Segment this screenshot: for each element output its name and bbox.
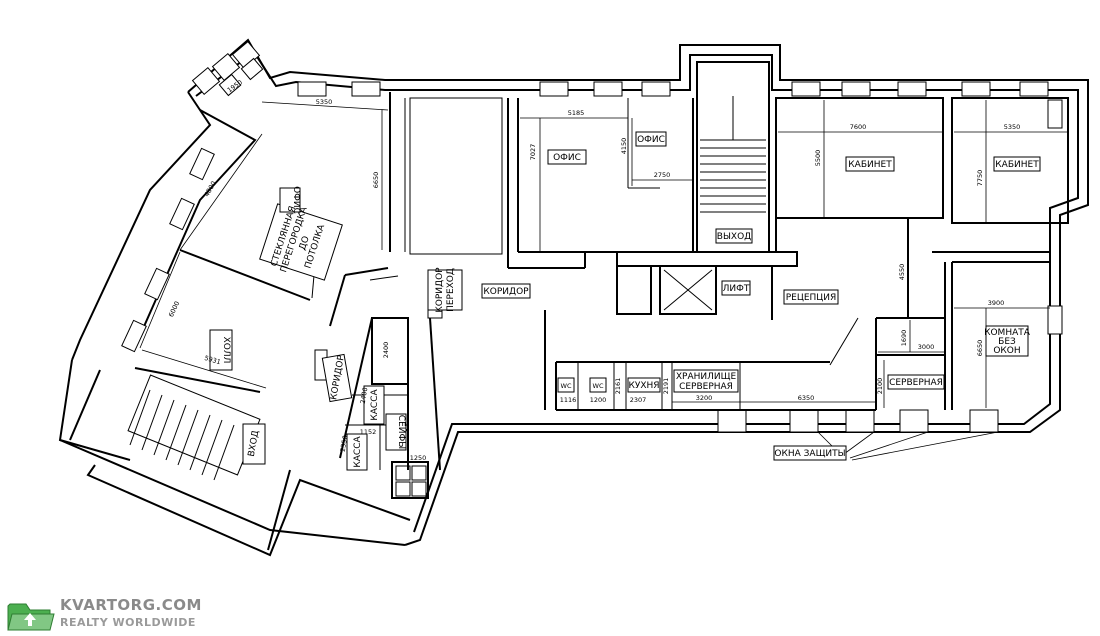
- svg-text:ДО: ДО: [298, 235, 312, 252]
- svg-text:4150: 4150: [620, 138, 628, 155]
- room-label-lift: ЛИФТ: [723, 284, 750, 294]
- svg-text:3900: 3900: [988, 299, 1005, 307]
- svg-text:2161: 2161: [614, 378, 622, 395]
- svg-text:2191: 2191: [662, 378, 670, 395]
- protection-window-leaders: [817, 431, 999, 461]
- svg-text:6350: 6350: [798, 394, 815, 402]
- svg-text:4550: 4550: [898, 264, 906, 281]
- room-label-office-small: ОФИС: [637, 135, 665, 145]
- svg-text:2350: 2350: [339, 435, 350, 453]
- svg-text:5350: 5350: [316, 98, 333, 106]
- room-label-wc-2: WC: [593, 382, 604, 390]
- room-label-safes: СЕЙФЫ: [396, 415, 408, 449]
- svg-text:2307: 2307: [630, 396, 647, 404]
- room-label-wc-1: WC: [561, 382, 572, 390]
- svg-text:1116: 1116: [560, 396, 577, 404]
- room-label-kassa-1: КАССА: [370, 389, 380, 421]
- room-label-cabinet-1: КАБИНЕТ: [848, 160, 892, 170]
- room-label-kassa-2: КАССА: [353, 436, 363, 468]
- svg-text:7750: 7750: [976, 170, 984, 187]
- svg-text:7600: 7600: [850, 123, 867, 131]
- room-label-storage: ХРАНИЛИЩЕ: [676, 372, 737, 382]
- label-corridor-pass: КОРИДОР ПЕРЕХОД: [435, 267, 456, 313]
- room-label-corridor: КОРИДОР: [483, 287, 529, 297]
- svg-text:5185: 5185: [568, 109, 585, 117]
- svg-text:6650: 6650: [372, 172, 380, 189]
- watermark-tagline: REALTY WORLDWIDE: [60, 616, 196, 629]
- svg-text:4800: 4800: [203, 180, 218, 198]
- svg-text:6650: 6650: [976, 340, 984, 357]
- room-label-exit: ВЫХОД: [717, 232, 751, 242]
- svg-text:2400: 2400: [359, 387, 370, 405]
- outer-walls: [58, 38, 1089, 557]
- room-label-entrance: ВХОД: [247, 430, 261, 458]
- svg-text:2750: 2750: [654, 171, 671, 179]
- room-label-office-left: ОФИС: [291, 186, 301, 214]
- svg-text:3000: 3000: [918, 343, 935, 351]
- room-label-no-windows-1: КОМНАТА: [984, 328, 1031, 338]
- windows: [121, 40, 1063, 433]
- label-protection-windows: ОКНА ЗАЩИТЫ: [774, 449, 845, 459]
- room-label-no-windows-2: БЕЗ: [998, 337, 1016, 347]
- watermark-site: KVARTORG.COM: [60, 596, 202, 614]
- room-label-hall: ХОЛЛ: [221, 337, 231, 364]
- label-boxes: [209, 131, 1041, 471]
- folder-logo-icon: [7, 603, 55, 631]
- svg-text:5500: 5500: [814, 150, 822, 167]
- room-label-kitchen: КУХНЯ: [628, 381, 659, 391]
- room-label-server: СЕРВЕРНАЯ: [889, 378, 943, 388]
- svg-text:2100: 2100: [876, 378, 884, 395]
- svg-text:1250: 1250: [410, 454, 427, 462]
- room-label-office: ОФИС: [553, 153, 581, 163]
- staircase: [700, 96, 766, 213]
- dimension-lines: [139, 100, 1068, 408]
- room-label-storage-server: СЕРВЕРНАЯ: [679, 382, 733, 392]
- entrance-stairs: [127, 374, 261, 481]
- svg-text:1690: 1690: [900, 330, 908, 347]
- room-label-no-windows-3: ОКОН: [993, 346, 1020, 356]
- svg-text:ПЕРЕХОД: ПЕРЕХОД: [446, 268, 456, 312]
- svg-text:КОРИДОР: КОРИДОР: [435, 267, 445, 313]
- svg-text:1200: 1200: [590, 396, 607, 404]
- svg-text:1152: 1152: [360, 428, 377, 436]
- svg-text:5350: 5350: [1004, 123, 1021, 131]
- room-label-reception: РЕЦЕПЦИЯ: [786, 293, 837, 303]
- watermark: KVARTORG.COM REALTY WORLDWIDE: [7, 596, 202, 631]
- svg-text:3200: 3200: [696, 394, 713, 402]
- svg-text:6000: 6000: [167, 300, 181, 318]
- room-label-cabinet-2: КАБИНЕТ: [995, 160, 1039, 170]
- svg-text:7027: 7027: [529, 144, 537, 161]
- svg-text:2400: 2400: [382, 342, 390, 359]
